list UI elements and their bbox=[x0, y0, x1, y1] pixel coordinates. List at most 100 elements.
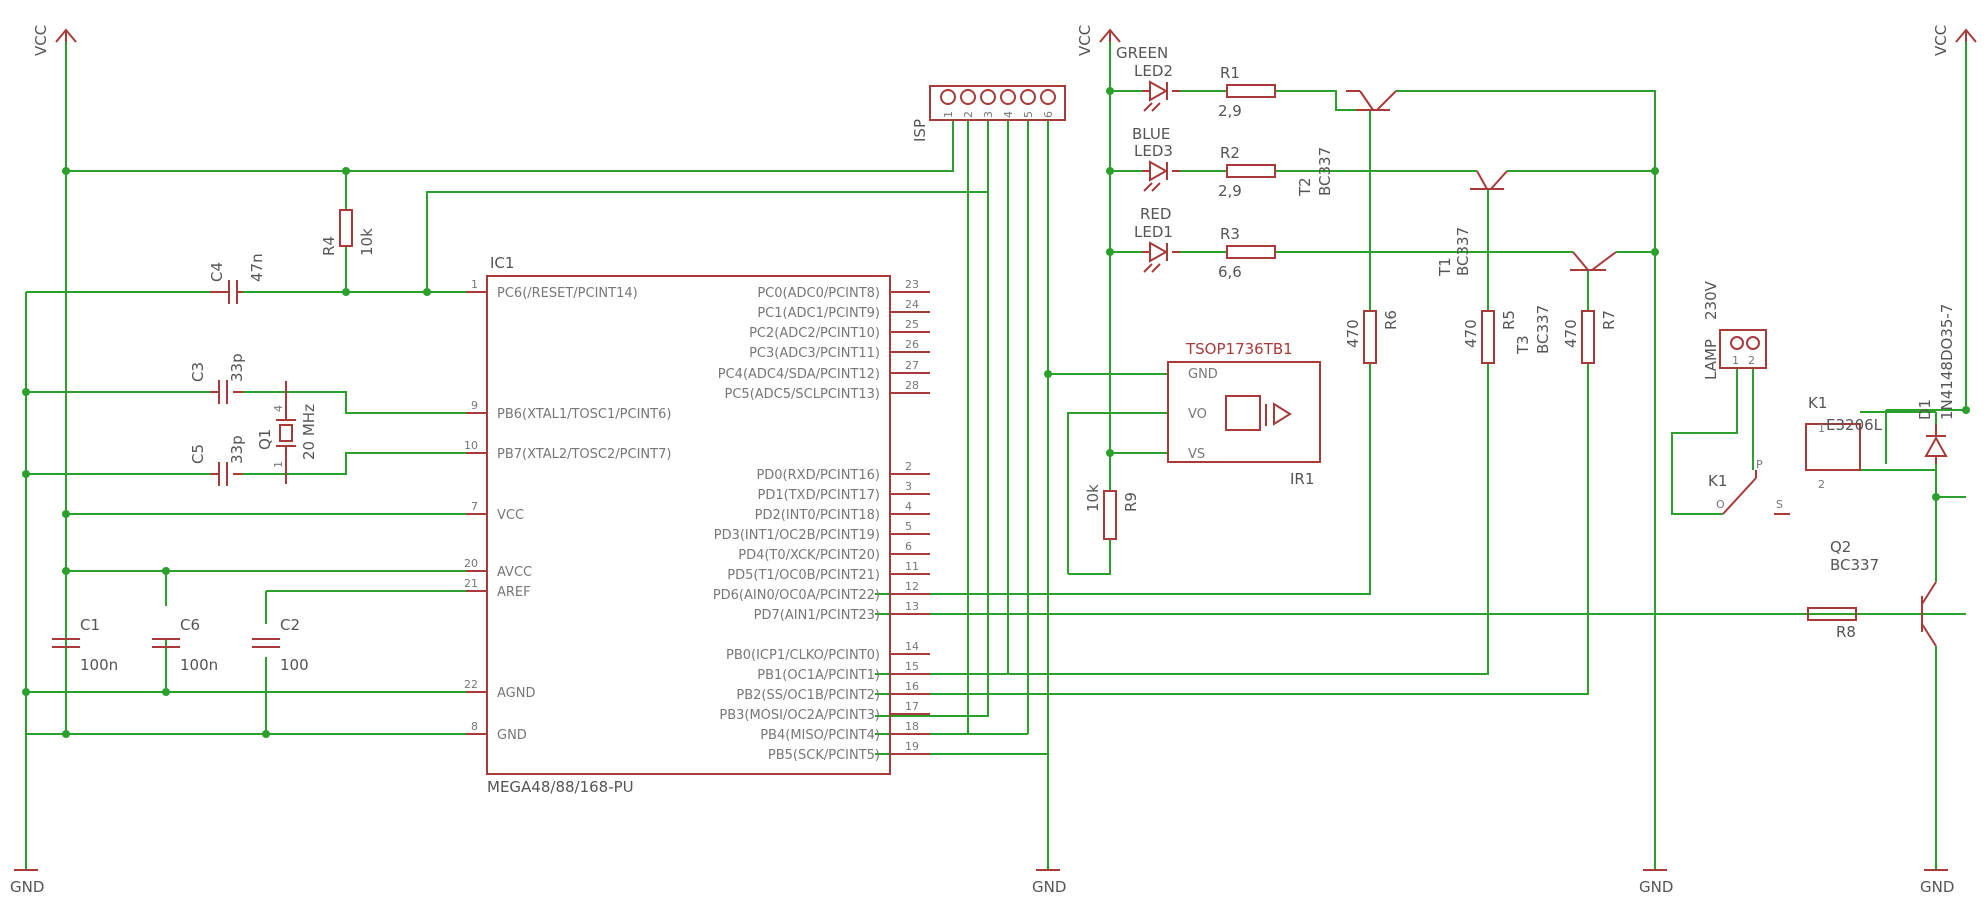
isp-pin-pad bbox=[940, 89, 956, 105]
gnd-label-4: GND bbox=[1920, 878, 1954, 896]
k1-switch-o: O bbox=[1716, 498, 1725, 511]
ir-ref: IR1 bbox=[1290, 470, 1314, 488]
diode-d1: D1 1N4148DO35-7 bbox=[1916, 304, 1956, 464]
r2-value: 2,9 bbox=[1218, 182, 1242, 200]
ic1-pin-number: 20 bbox=[464, 557, 478, 570]
ic1-pin-name: PD4(T0/XCK/PCINT20) bbox=[738, 548, 880, 563]
ic1-pin-number: 27 bbox=[905, 359, 919, 372]
gnd-label-1: GND bbox=[10, 878, 44, 896]
ic1-pin-name: PB4(MISO/PCINT4) bbox=[760, 728, 880, 743]
ic1-pin-name: PD2(INT0/PCINT18) bbox=[755, 508, 880, 523]
gnd-label-2: GND bbox=[1032, 878, 1066, 896]
ic1-pin-number: 13 bbox=[905, 600, 919, 613]
t1-type: BC337 bbox=[1454, 227, 1472, 276]
led3-ref: LED3 bbox=[1134, 142, 1173, 160]
ic1-pin-number: 12 bbox=[905, 580, 919, 593]
gnd-label-3: GND bbox=[1639, 878, 1673, 896]
ic1-ref: IC1 bbox=[490, 254, 514, 272]
ic1-pin-number: 25 bbox=[905, 318, 919, 331]
capacitor-c6: C6 100n bbox=[152, 616, 218, 674]
isp-pin-number: 3 bbox=[982, 111, 995, 118]
capacitor-c4: C4 47n bbox=[208, 253, 266, 304]
ic1-pin-name: PC5(ADC5/SCLPCINT13) bbox=[725, 387, 881, 402]
ir-pin-gnd: GND bbox=[1188, 367, 1218, 382]
ic1-pin-name: PD7(AIN1/PCINT23) bbox=[754, 608, 880, 623]
r7-value: 470 bbox=[1562, 319, 1580, 348]
q1-pin-a: 4 bbox=[272, 405, 285, 412]
lamp-pin2: 2 bbox=[1748, 354, 1755, 367]
ic1-pin-number: 14 bbox=[905, 640, 919, 653]
led-led2: GREEN LED2 bbox=[1116, 44, 1180, 112]
r3-value: 6,6 bbox=[1218, 263, 1242, 281]
transistor-t1: T1 BC337 bbox=[1436, 170, 1508, 277]
q1-ref: Q1 bbox=[256, 429, 274, 450]
ic1-pin-number: 10 bbox=[464, 439, 478, 452]
ic1-pin-name: PB1(OC1A/PCINT1) bbox=[757, 668, 880, 683]
isp-pin-number: 2 bbox=[962, 111, 975, 118]
ic1-pin-name: PD6(AIN0/OC0A/PCINT22) bbox=[713, 588, 880, 603]
ir-part: TSOP1736TB1 bbox=[1185, 340, 1293, 358]
ic1-pin-number: 23 bbox=[905, 278, 919, 291]
ic1-pin-number: 5 bbox=[905, 520, 912, 533]
transistor-t2: T2 BC337 bbox=[1296, 90, 1397, 197]
isp-pin-number: 4 bbox=[1002, 111, 1015, 118]
ic1-pin-name: AGND bbox=[497, 686, 535, 701]
ic1-pin-number: 26 bbox=[905, 338, 919, 351]
c2-value: 100 bbox=[280, 656, 309, 674]
ic1-pin-name: PC1(ADC1/PCINT9) bbox=[757, 306, 880, 321]
vcc-label-2: VCC bbox=[1076, 25, 1094, 56]
k1-switch-s: S bbox=[1776, 498, 1783, 511]
resistor-r1: R1 2,9 bbox=[1218, 64, 1276, 120]
ic1-pin-name: PD5(T1/OC0B/PCINT21) bbox=[727, 568, 880, 583]
lamp-connector: 1 2 LAMP 230V bbox=[1702, 280, 1767, 380]
isp-pin-number: 1 bbox=[942, 111, 955, 118]
ic1-pin-number: 1 bbox=[471, 278, 478, 291]
led2-ref: LED2 bbox=[1134, 62, 1173, 80]
ic1-pin-name: VCC bbox=[497, 508, 524, 523]
ic1-pin-name: AREF bbox=[497, 585, 531, 600]
vcc-label-1: VCC bbox=[32, 25, 50, 56]
led-led3: BLUE LED3 bbox=[1132, 125, 1180, 192]
ic1-pin-number: 16 bbox=[905, 680, 919, 693]
ic1-pin-number: 28 bbox=[905, 379, 919, 392]
r7-ref: R7 bbox=[1600, 310, 1618, 330]
resistor-r8: R8 bbox=[1807, 607, 1857, 641]
lamp-pin1: 1 bbox=[1732, 354, 1739, 367]
isp-ref: ISP bbox=[911, 119, 929, 142]
c3-ref: C3 bbox=[189, 362, 207, 382]
r8-ref: R8 bbox=[1836, 623, 1856, 641]
resistor-r6: R6 470 bbox=[1344, 310, 1400, 364]
ic1-pin-name: PD3(INT1/OC2B/PCINT19) bbox=[714, 528, 880, 543]
ir-pin-vs: VS bbox=[1188, 447, 1205, 462]
resistor-r4: R4 10k bbox=[320, 209, 376, 256]
relay-k1: K1 E3206L 1 2 K1 O P S bbox=[1708, 394, 1883, 515]
transistor-q2: Q2 BC337 bbox=[1830, 538, 1937, 647]
ic1-pin-number: 7 bbox=[471, 500, 478, 513]
isp-pin-pad bbox=[960, 89, 976, 105]
t2-type: BC337 bbox=[1316, 147, 1334, 196]
c4-ref: C4 bbox=[208, 262, 226, 282]
r6-ref: R6 bbox=[1382, 310, 1400, 330]
r1-value: 2,9 bbox=[1218, 102, 1242, 120]
c1-ref: C1 bbox=[80, 616, 100, 634]
led-led1: RED LED1 bbox=[1134, 205, 1180, 273]
isp-pin-number: 5 bbox=[1022, 111, 1035, 118]
ic1-pin-name: PC2(ADC2/PCINT10) bbox=[749, 326, 880, 341]
r3-ref: R3 bbox=[1220, 225, 1240, 243]
ic1-chip: IC1 MEGA48/88/168-PU PC6(/RESET/PCINT14)… bbox=[464, 254, 930, 796]
ic1-pin-number: 9 bbox=[471, 399, 478, 412]
led1-ref: LED1 bbox=[1134, 223, 1173, 241]
ic1-pin-number: 18 bbox=[905, 720, 919, 733]
t3-type: BC337 bbox=[1534, 305, 1552, 354]
ic1-pin-name: PB3(MOSI/OC2A/PCINT3) bbox=[719, 708, 880, 723]
q1-value: 20 MHz bbox=[300, 404, 318, 460]
q2-type: BC337 bbox=[1830, 556, 1879, 574]
k1-switch-p: P bbox=[1756, 458, 1763, 471]
c6-ref: C6 bbox=[180, 616, 200, 634]
ic1-pin-name: PD0(RXD/PCINT16) bbox=[756, 468, 880, 483]
isp-pin-pad bbox=[1040, 89, 1056, 105]
r4-value: 10k bbox=[358, 228, 376, 256]
ic1-pin-number: 4 bbox=[905, 500, 912, 513]
